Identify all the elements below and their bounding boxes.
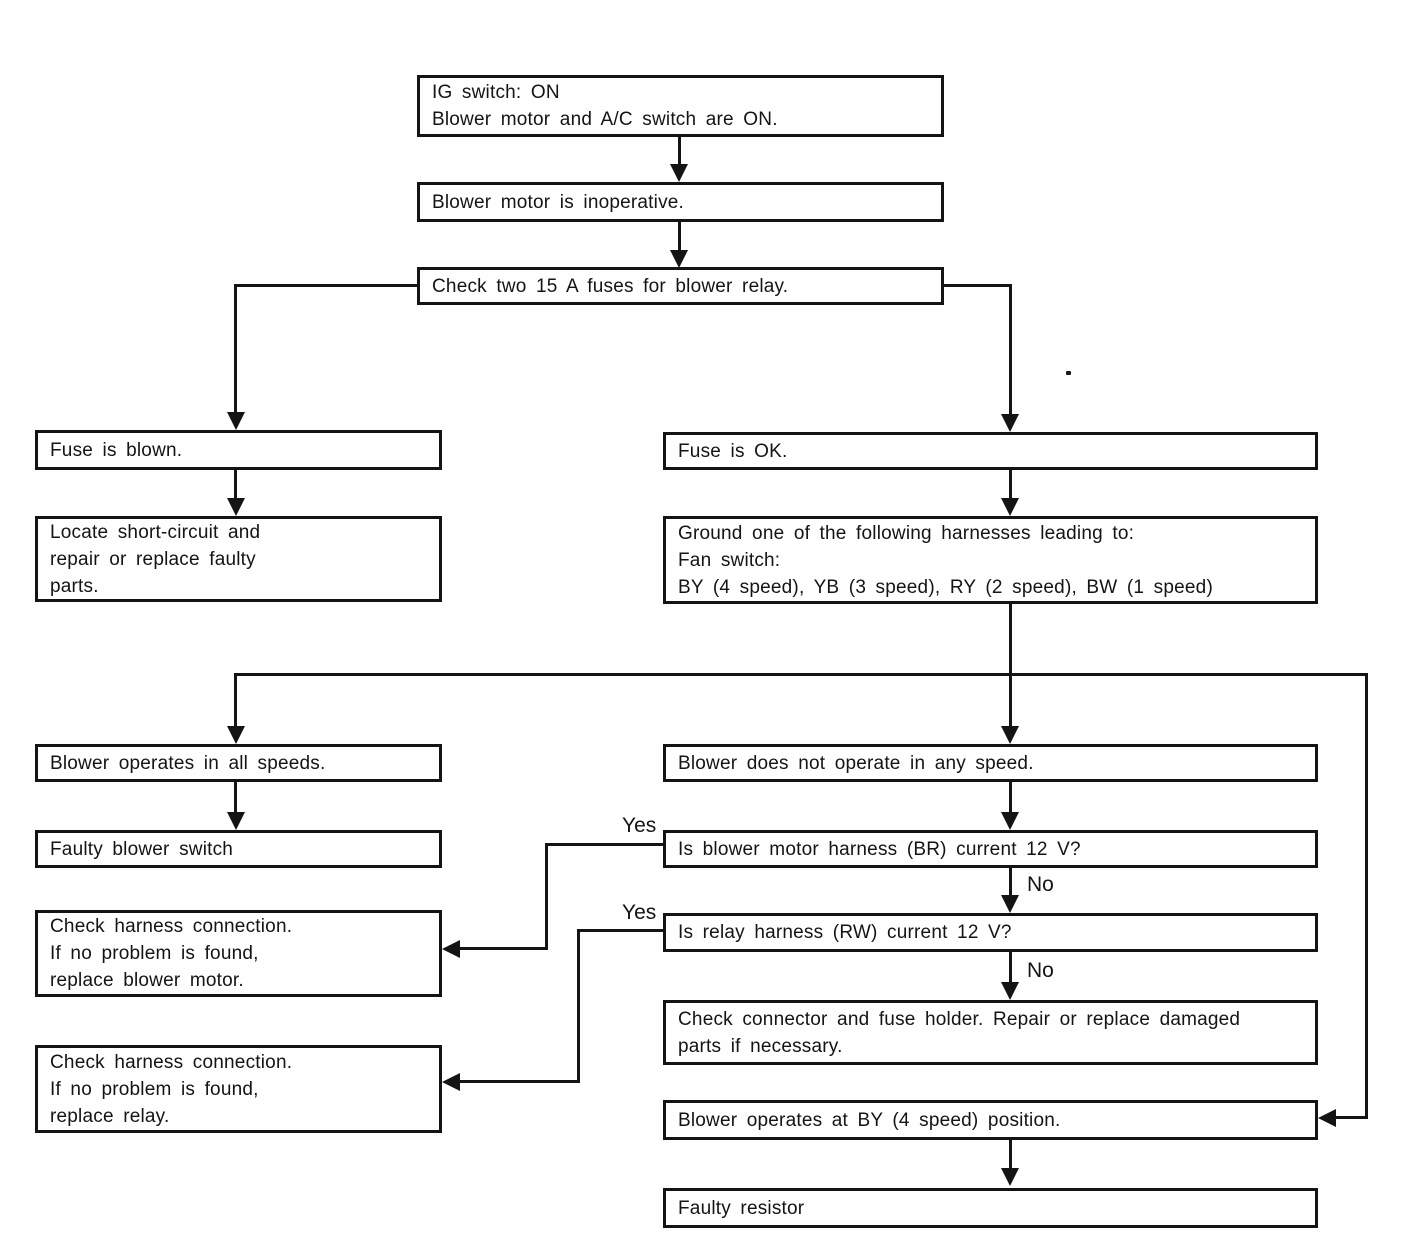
arrowhead-down-icon (227, 412, 245, 430)
node-text: BY (4 speed), YB (3 speed), RY (2 speed)… (678, 576, 1213, 598)
node-blower-by-position: Blower operates at BY (4 speed) position… (663, 1100, 1318, 1140)
node-check-harness-blower-motor: Check harness connection. If no problem … (35, 910, 442, 997)
node-blower-all-speeds: Blower operates in all speeds. (35, 744, 442, 782)
node-text: Blower operates in all speeds. (50, 752, 326, 774)
edge-label-yes: Yes (620, 901, 659, 924)
node-faulty-resistor: Faulty resistor (663, 1188, 1318, 1228)
node-check-fuses: Check two 15 A fuses for blower relay. (417, 267, 944, 305)
node-blower-no-speed: Blower does not operate in any speed. (663, 744, 1318, 782)
connector-ground-split (1009, 604, 1012, 676)
node-text: parts if necessary. (678, 1035, 843, 1057)
arrowhead-down-icon (1001, 414, 1019, 432)
connector-split-allspeeds (234, 673, 237, 728)
connector-yes-relayharness-h2 (458, 1080, 580, 1083)
connector-yes-motorharness-v (545, 843, 548, 950)
node-text: Blower motor and A/C switch are ON. (432, 109, 778, 130)
connector-split-nospeed (1009, 676, 1012, 728)
node-text: replace relay. (50, 1105, 170, 1127)
arrowhead-down-icon (670, 250, 688, 268)
connector-split-byposition-vertical (1365, 673, 1368, 1119)
node-text: Is relay harness (RW) current 12 V? (678, 922, 1012, 943)
arrowhead-down-icon (670, 164, 688, 182)
edge-label-yes: Yes (620, 814, 659, 837)
node-text: Locate short-circuit and (50, 521, 261, 543)
node-text: Is blower motor harness (BR) current 12 … (678, 838, 1081, 860)
arrowhead-down-icon (1001, 726, 1019, 744)
node-ground-harness: Ground one of the following harnesses le… (663, 516, 1318, 604)
connector-checkfuses-fuseblown (234, 284, 237, 414)
node-text: Check two 15 A fuses for blower relay. (432, 275, 789, 297)
arrowhead-down-icon (227, 812, 245, 830)
connector-split-byposition-horizontal (1334, 1116, 1368, 1119)
node-blower-motor-harness-12v: Is blower motor harness (BR) current 12 … (663, 830, 1318, 868)
node-fuse-blown: Fuse is blown. (35, 430, 442, 470)
stray-dot (1066, 371, 1071, 375)
connector-fuseblown-locateshort (234, 470, 237, 500)
node-text: If no problem is found, (50, 943, 259, 964)
connector-yes-relayharness-v (577, 929, 580, 1082)
node-relay-harness-12v: Is relay harness (RW) current 12 V? (663, 913, 1318, 952)
node-text: Fan switch: (678, 549, 781, 571)
arrowhead-down-icon (1001, 1168, 1019, 1186)
node-locate-short-circuit: Locate short-circuit and repair or repla… (35, 516, 442, 602)
node-text: If no problem is found, (50, 1078, 259, 1100)
arrowhead-left-icon (442, 940, 460, 958)
node-text: replace blower motor. (50, 970, 244, 991)
node-blower-inoperative: Blower motor is inoperative. (417, 182, 944, 222)
connector-yes-motorharness-h2 (458, 947, 548, 950)
node-check-harness-relay: Check harness connection. If no problem … (35, 1045, 442, 1133)
arrowhead-down-icon (1001, 982, 1019, 1000)
edge-label-no: No (1025, 959, 1056, 982)
node-text: parts. (50, 575, 99, 597)
node-faulty-blower-switch: Faulty blower switch (35, 830, 442, 868)
node-text: Check harness connection. (50, 1051, 293, 1073)
arrowhead-down-icon (1001, 895, 1019, 913)
connector-fuseok-ground (1009, 470, 1012, 500)
edge-label-no: No (1025, 873, 1056, 896)
node-check-connector-fuse-holder: Check connector and fuse holder. Repair … (663, 1000, 1318, 1065)
connector-start-inoperative (678, 137, 681, 167)
connector-allspeeds-faultyswitch (234, 782, 237, 814)
node-text: Blower motor is inoperative. (432, 191, 685, 213)
connector-no-relayharness-checkconnector (1009, 952, 1012, 984)
node-text: repair or replace faulty (50, 548, 256, 570)
connector-inoperative-checkfuses (678, 222, 681, 252)
connector-yes-motorharness-h1 (545, 843, 663, 846)
node-text: Fuse is blown. (50, 439, 183, 461)
node-ig-switch-on: IG switch: ON Blower motor and A/C switc… (417, 75, 944, 137)
connector-nospeed-motorharness (1009, 782, 1012, 814)
connector-checkfuses-right (944, 284, 1012, 287)
node-text: Check harness connection. (50, 916, 293, 937)
arrowhead-left-icon (1318, 1109, 1336, 1127)
arrowhead-down-icon (227, 498, 245, 516)
connector-no-motorharness-relayharness (1009, 868, 1012, 897)
node-text: Ground one of the following harnesses le… (678, 522, 1135, 544)
connector-byposition-faultyresistor (1009, 1140, 1012, 1170)
arrowhead-down-icon (1001, 812, 1019, 830)
connector-yes-relayharness-h1 (577, 929, 663, 932)
node-text: Fuse is OK. (678, 440, 788, 462)
node-text: Faulty blower switch (50, 838, 234, 860)
node-fuse-ok: Fuse is OK. (663, 432, 1318, 470)
arrowhead-left-icon (442, 1073, 460, 1091)
node-text: Blower operates at BY (4 speed) position… (678, 1109, 1061, 1131)
node-text: IG switch: ON (432, 82, 560, 103)
connector-split-bar (234, 673, 1368, 676)
node-text: Faulty resistor (678, 1197, 805, 1219)
arrowhead-down-icon (227, 726, 245, 744)
node-text: Blower does not operate in any speed. (678, 752, 1034, 774)
node-text: Check connector and fuse holder. Repair … (678, 1008, 1241, 1030)
connector-checkfuses-left (234, 284, 417, 287)
arrowhead-down-icon (1001, 498, 1019, 516)
connector-checkfuses-fuseok (1009, 284, 1012, 416)
